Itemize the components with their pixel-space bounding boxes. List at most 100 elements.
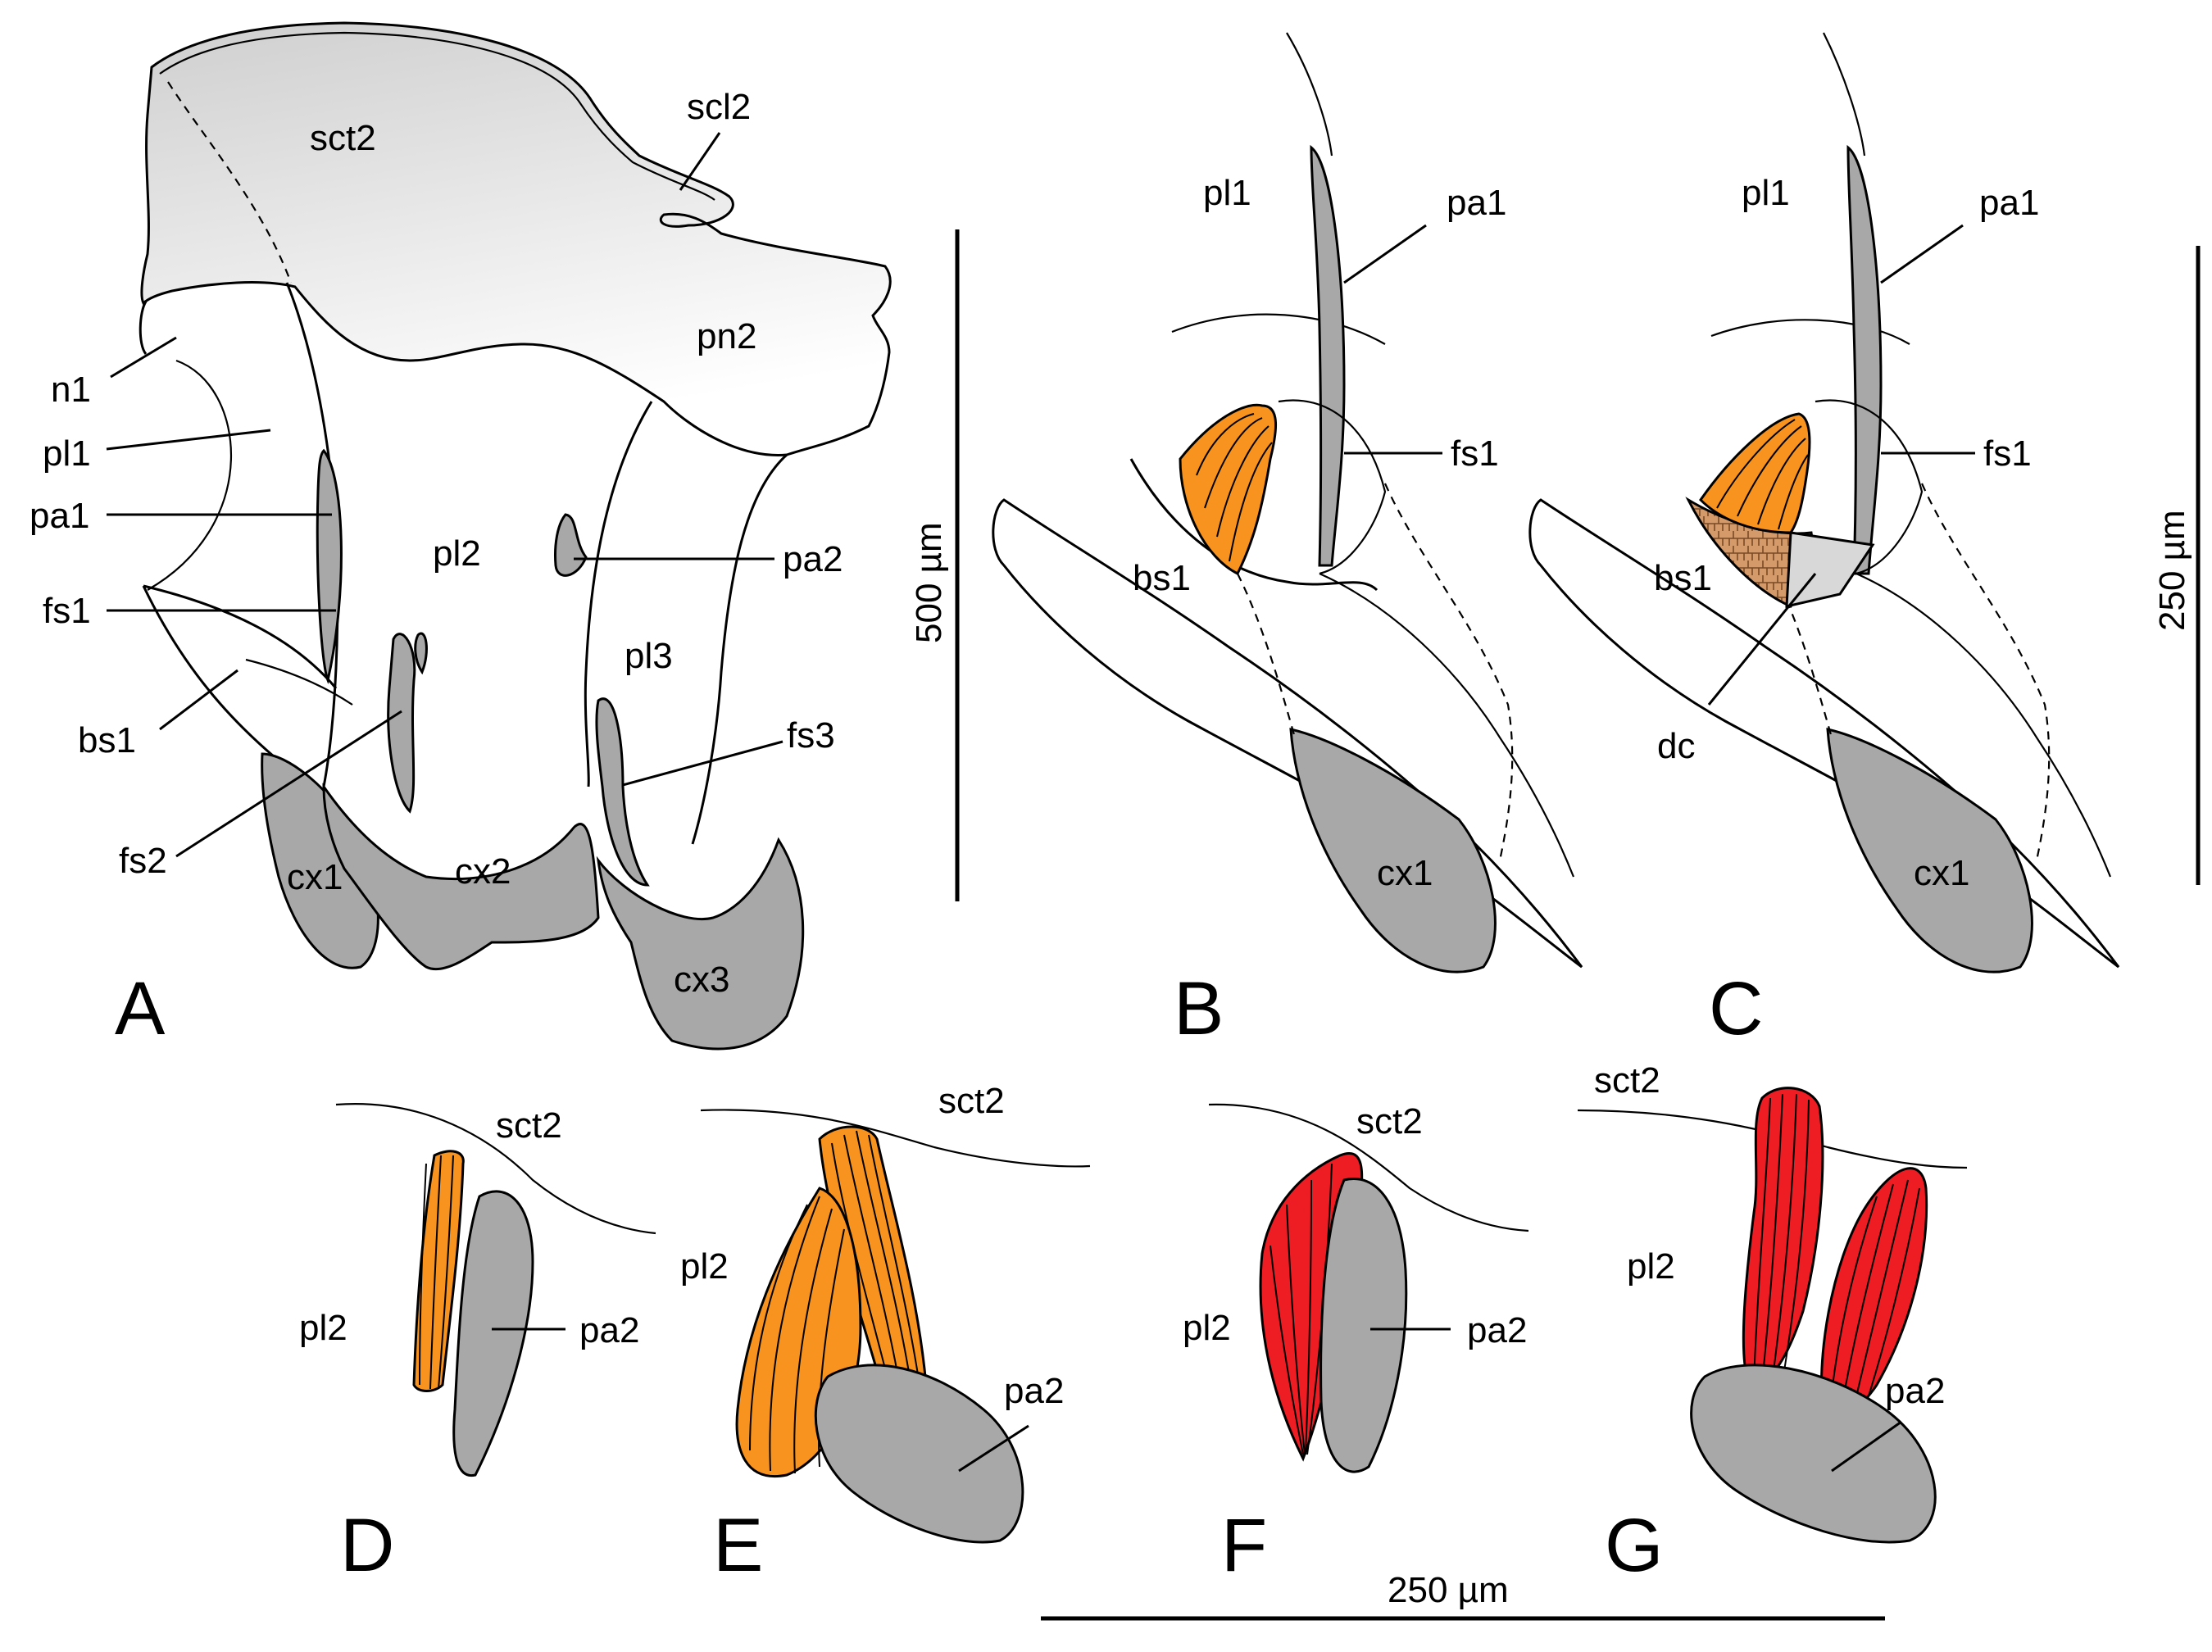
label-pl1-b: pl1	[1203, 173, 1251, 213]
label-pa1: pa1	[30, 496, 89, 536]
label-cx2: cx2	[455, 851, 511, 892]
pl1-edge-c	[1823, 32, 1866, 157]
leader-scl2	[679, 132, 721, 191]
label-cx1-b: cx1	[1377, 853, 1433, 893]
pa2-shape-f	[1319, 1178, 1408, 1473]
muscle-fibers-c	[1716, 419, 1809, 530]
mesonotum-shape	[140, 21, 892, 456]
label-sct2: sct2	[310, 118, 376, 158]
pa2-shape-g	[1690, 1364, 1937, 1544]
fs2-shape-b	[414, 632, 428, 675]
cx1-shape-c	[1826, 728, 2033, 974]
scale-label-bottom: 250 µm	[1388, 1570, 1509, 1610]
label-fs2: fs2	[119, 841, 167, 881]
muscle-orange-b	[1179, 403, 1278, 576]
bs1-curve	[245, 658, 353, 706]
label-cx1: cx1	[287, 857, 343, 897]
episternum-curve-b	[1278, 399, 1387, 575]
label-pa2-f: pa2	[1467, 1310, 1527, 1350]
label-bs1-c: bs1	[1654, 558, 1712, 598]
upper-curve-c	[1710, 319, 1910, 345]
label-fs1: fs1	[43, 591, 91, 631]
label-pa2-g: pa2	[1885, 1371, 1945, 1411]
pa1-shape-c	[1846, 144, 1883, 575]
leader-fs2	[175, 710, 402, 858]
muscle-fibers-g1	[1753, 1093, 1810, 1384]
n1-shape	[139, 301, 148, 355]
panel-letter-g: G	[1605, 1504, 1664, 1587]
label-pl2-e: pl2	[680, 1246, 729, 1287]
label-n1: n1	[51, 370, 91, 410]
bs1-inner-c	[1855, 572, 2112, 878]
label-pa1-b: pa1	[1447, 183, 1506, 223]
leader-dc	[1707, 573, 1817, 706]
label-pa2-d: pa2	[579, 1310, 639, 1350]
bs1-outline	[142, 584, 338, 788]
panel-e: sct2 pl2 pa2 E	[680, 1081, 1091, 1587]
leader-pa2-e	[958, 1424, 1029, 1473]
muscle-fibers-f	[1270, 1163, 1333, 1455]
scale-label-a: 500 µm	[909, 522, 949, 643]
pl1-outline	[147, 359, 233, 591]
label-cx3: cx3	[674, 960, 729, 1000]
label-pa2: pa2	[783, 539, 843, 579]
fs3-shape	[595, 697, 650, 887]
label-pl2: pl2	[433, 533, 481, 574]
leader-bs1	[159, 669, 238, 731]
dash-b-2	[1383, 483, 1514, 861]
leader-fs3	[622, 740, 784, 787]
dash-c-2	[1920, 483, 2051, 861]
panel-letter-b: B	[1174, 967, 1224, 1051]
panel-a: sct2 scl2 pn2 n1 pl1 pa1 fs1 bs1 fs2 pl2…	[30, 21, 960, 1051]
label-fs3: fs3	[787, 715, 835, 756]
label-sct2-f: sct2	[1356, 1101, 1423, 1141]
fs2-shape	[387, 633, 416, 814]
panel-f: sct2 pl2 pa2 F	[1183, 1101, 1529, 1587]
leader-pa1-b	[1343, 224, 1427, 284]
panel-d: sct2 pl2 pa2 D	[299, 1103, 656, 1587]
cx3-shape	[596, 837, 805, 1051]
panel-g: sct2 pl2 pa2 G	[1577, 1060, 1968, 1587]
leader-pa1-c	[1880, 224, 1964, 284]
label-pn2: pn2	[697, 316, 756, 356]
sct2-edge-e	[700, 1109, 1091, 1168]
pa1-shape-b	[1310, 144, 1346, 567]
panel-c: pl1 pa1 fs1 bs1 dc cx1 250 µm C	[1528, 32, 2201, 1051]
panel-b: pl1 pa1 fs1 bs1 cx1 B	[992, 32, 1583, 1051]
episternum-curve-c	[1815, 399, 1924, 575]
label-pa2-e: pa2	[1004, 1371, 1064, 1411]
scale-label-c: 250 µm	[2152, 510, 2192, 631]
pa2-shape-d	[452, 1190, 534, 1477]
dash-b-1	[1237, 573, 1297, 738]
label-sct2-e: sct2	[938, 1081, 1005, 1121]
sct2-edge-f	[1208, 1103, 1529, 1232]
label-pl2-g: pl2	[1627, 1246, 1675, 1287]
muscle-fibers-e2	[749, 1196, 845, 1474]
dc-plate	[1785, 531, 1875, 608]
muscle-fibers-g2	[1828, 1179, 1920, 1418]
pa2-shape-e	[814, 1364, 1024, 1544]
panel-letter-c: C	[1709, 967, 1763, 1051]
label-pl1-c: pl1	[1742, 173, 1790, 213]
label-sct2-g: sct2	[1594, 1060, 1660, 1101]
leader-n1	[110, 336, 177, 379]
label-pl2-f: pl2	[1183, 1308, 1231, 1348]
label-bs1: bs1	[78, 720, 136, 760]
panel-letter-f: F	[1221, 1504, 1267, 1587]
muscle-fibers-d	[419, 1155, 454, 1390]
upper-curve-b	[1171, 313, 1386, 345]
bs1-bar-c	[1528, 498, 2120, 969]
muscle-fibers-b	[1196, 413, 1273, 562]
bs1-bar-b	[992, 498, 1583, 969]
label-fs1-b: fs1	[1451, 433, 1499, 474]
panel-letter-e: E	[713, 1504, 763, 1587]
bs1-body-b	[1129, 458, 1379, 592]
panel-letter-a: A	[115, 967, 166, 1051]
leader-pa2-g	[1831, 1420, 1902, 1473]
cx2-shape	[322, 783, 600, 971]
pa1-shape	[316, 448, 343, 685]
label-fs1-c: fs1	[1983, 433, 2032, 474]
pl1-edge-b	[1286, 32, 1333, 157]
